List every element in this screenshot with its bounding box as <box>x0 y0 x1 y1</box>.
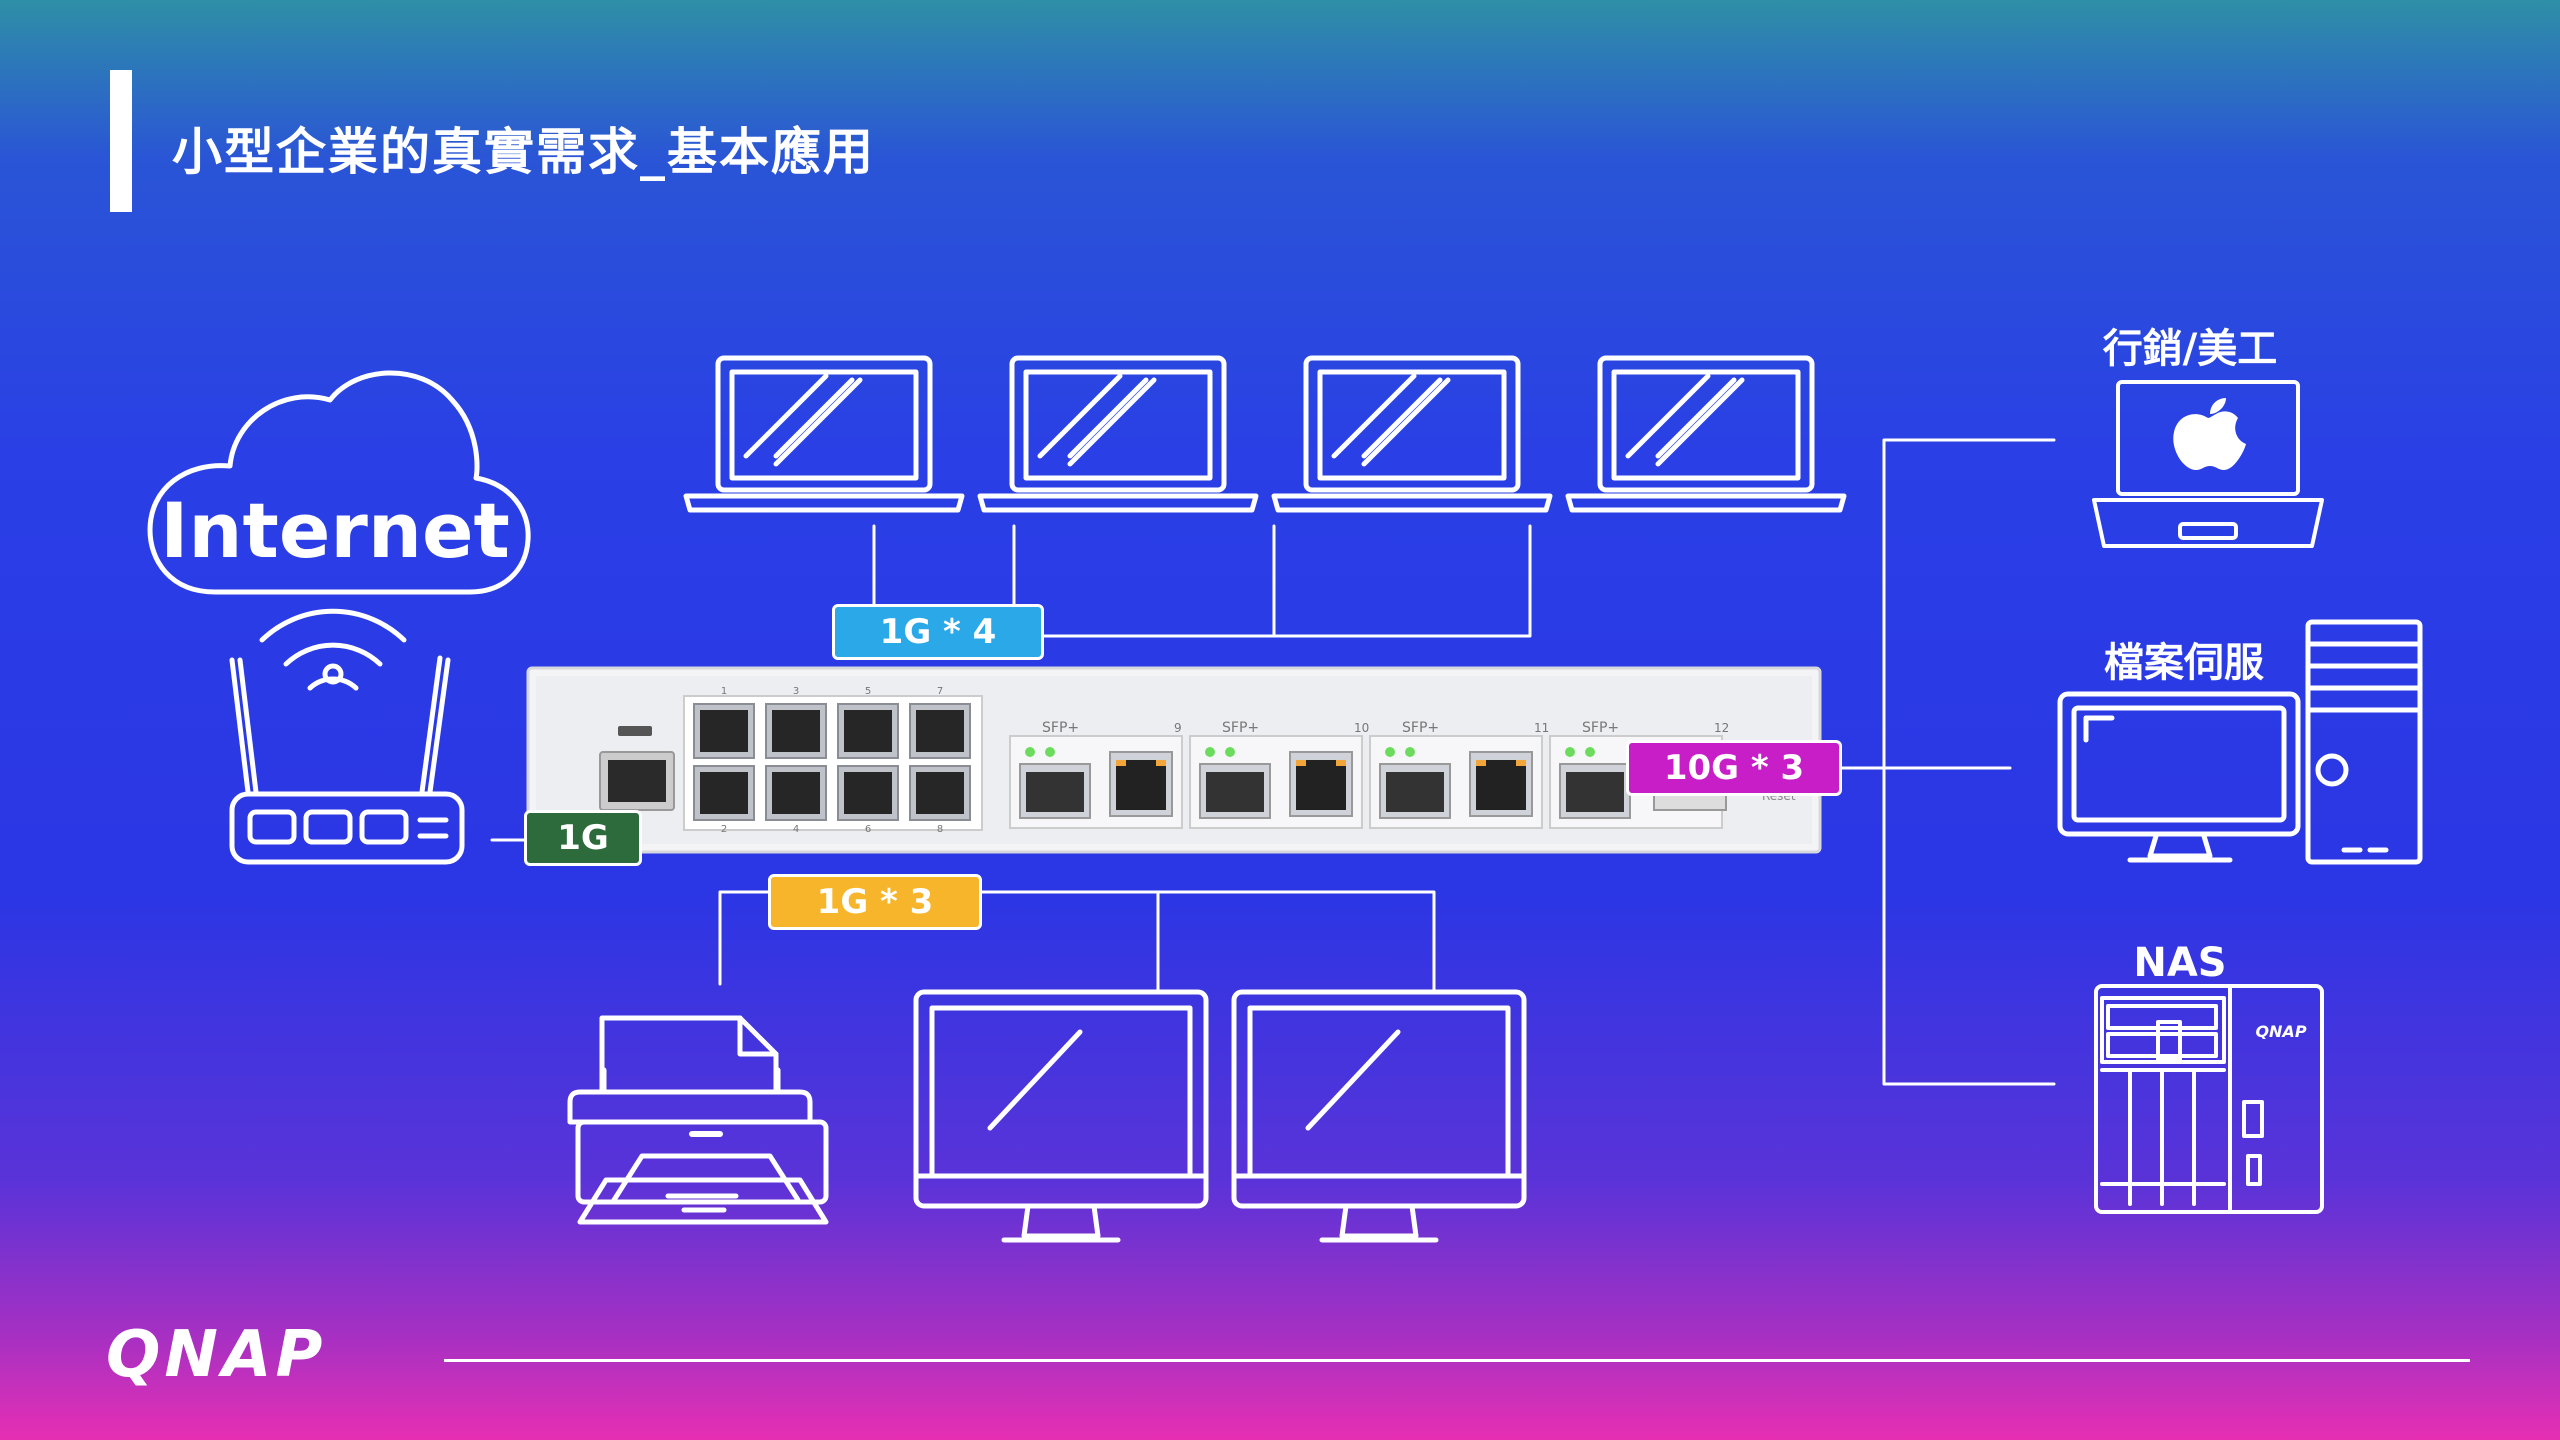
rj45-port-socket <box>916 772 964 814</box>
rj45-port-socket <box>844 710 892 752</box>
cloud-icon <box>147 370 531 595</box>
status-led <box>1025 747 1035 757</box>
laptop-icon-2 <box>977 355 1259 513</box>
rj45-port-grid: 1 2 3 4 5 6 7 8 <box>693 686 971 835</box>
laptop-icon-3 <box>1271 355 1553 513</box>
wifi-icon <box>259 608 407 691</box>
rj45-port-socket <box>700 710 748 752</box>
port-number-bottom: 6 <box>865 824 871 835</box>
server-label: 檔案伺服 <box>2104 640 2264 686</box>
router-icon <box>229 655 465 865</box>
port-number-bottom: 8 <box>937 824 943 835</box>
status-led <box>1585 747 1595 757</box>
sfp-cage-slot <box>1566 772 1624 812</box>
top-1g-tag: 1G * 4 <box>832 604 1044 660</box>
port-led <box>1116 760 1126 766</box>
internet-label: Internet <box>160 486 510 575</box>
rj45-10g-socket <box>1116 760 1166 810</box>
qnap-logo: QNAP <box>106 1318 327 1392</box>
rj45-port-socket <box>844 772 892 814</box>
port-led <box>1476 760 1486 766</box>
bottom-1g-tag: 1G * 3 <box>768 874 982 930</box>
status-led <box>1045 747 1055 757</box>
sfp-label: SFP+ <box>1582 720 1619 736</box>
rj45-port-socket <box>916 710 964 752</box>
ten-g-tag: 10G * 3 <box>1626 740 1842 796</box>
laptop-icon-4 <box>1565 355 1847 513</box>
page-title: 小型企業的真實需求_基本應用 <box>172 123 875 181</box>
title-accent-bar <box>110 70 132 212</box>
server-tower-icon <box>2305 619 2423 865</box>
apple-logo-icon <box>2173 398 2246 470</box>
sfp-cage-slot <box>1386 772 1444 812</box>
mac-label: 行銷/美工 <box>2102 326 2278 372</box>
port-led <box>1516 760 1526 766</box>
sfp-number: 10 <box>1354 721 1369 735</box>
port-number-bottom: 2 <box>721 824 727 835</box>
rj45-port-socket <box>700 772 748 814</box>
nas-icon <box>2094 984 2324 1214</box>
sfp-cage-slot <box>1206 772 1264 812</box>
laptop-icon-1 <box>683 355 965 513</box>
status-led <box>1405 747 1415 757</box>
mac-laptop-icon <box>2092 380 2324 548</box>
rj45-port-socket <box>772 772 820 814</box>
desktop-monitor-icon-1 <box>913 989 1209 1243</box>
status-led <box>1565 747 1575 757</box>
port-number-top: 1 <box>721 686 727 697</box>
sfp-label: SFP+ <box>1402 720 1439 736</box>
printer-icon <box>567 1015 829 1225</box>
sfp-number: 11 <box>1534 721 1549 735</box>
port-number-bottom: 4 <box>793 824 799 835</box>
status-led <box>1225 747 1235 757</box>
sfp-cage-slot <box>1026 772 1084 812</box>
port-number-top: 3 <box>793 686 799 697</box>
rj45-10g-socket <box>1476 760 1526 810</box>
nas-label: NAS <box>2133 940 2227 986</box>
status-led <box>1385 747 1395 757</box>
server-monitor-icon <box>2057 691 2301 863</box>
port-number-top: 5 <box>865 686 871 697</box>
sfp-number: 9 <box>1174 721 1182 735</box>
connection-lines <box>490 438 2056 1086</box>
uplink-1g-tag: 1G <box>524 810 642 866</box>
port-number-top: 7 <box>937 686 943 697</box>
rj45-port-socket <box>772 710 820 752</box>
nas-brand-label: QNAP <box>2255 1022 2307 1041</box>
status-led <box>1205 747 1215 757</box>
port-led <box>1296 760 1306 766</box>
footer-divider <box>444 1359 2470 1362</box>
sfp-number: 12 <box>1714 721 1729 735</box>
sfp-label: SFP+ <box>1222 720 1259 736</box>
port-led <box>1156 760 1166 766</box>
sfp-label: SFP+ <box>1042 720 1079 736</box>
laptop-screen-glare <box>743 373 1745 467</box>
desktop-monitor-icon-2 <box>1231 989 1527 1243</box>
port-led <box>1336 760 1346 766</box>
rj45-10g-socket <box>1296 760 1346 810</box>
